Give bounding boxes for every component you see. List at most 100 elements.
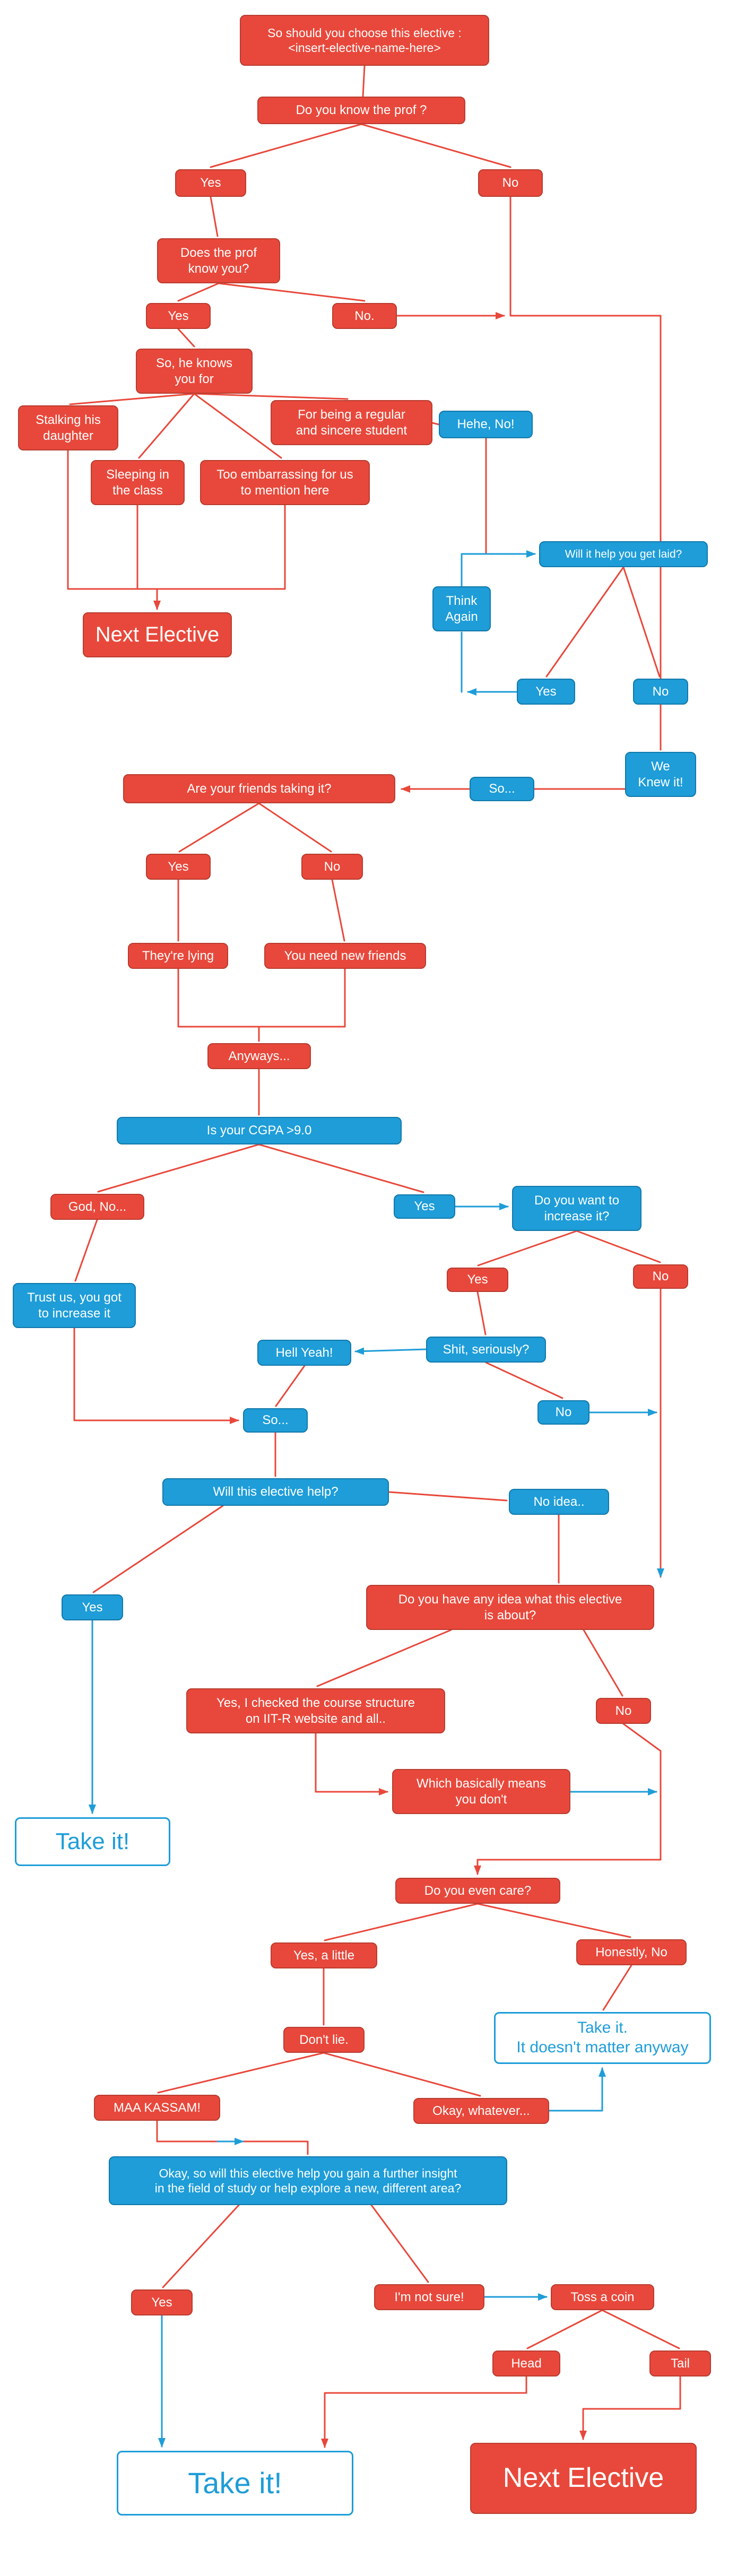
node-next-elective-1: Next Elective [83, 612, 232, 657]
edge [210, 196, 219, 237]
node-knows-you-for: So, he knows you for [136, 349, 253, 394]
node-maa-kassam: MAA KASSAM! [94, 2095, 220, 2121]
node-increase-no: No [633, 1264, 688, 1289]
node-know-prof-yes: Yes [175, 169, 246, 197]
edge [474, 1723, 662, 1875]
node-prof-knows-you: Does the prof know you? [157, 238, 280, 283]
node-laid-no: No [633, 679, 688, 705]
node-care-little: Yes, a little [271, 1942, 377, 1968]
node-prof-knows-no: No. [332, 303, 397, 329]
edge [388, 1491, 508, 1502]
edge [275, 1365, 306, 1407]
edge [601, 2309, 680, 2349]
edge [370, 2204, 429, 2283]
edge [323, 2052, 481, 2097]
node-so-2: So... [243, 1408, 308, 1433]
node-know-prof: Do you know the prof ? [257, 97, 465, 124]
node-checked-structure: Yes, I checked the course structure on I… [186, 1688, 445, 1733]
node-okay-whatever: Okay, whatever... [413, 2098, 549, 2124]
node-insight-yes: Yes [131, 2289, 193, 2315]
node-take-it-anyway: Take it. It doesn't matter anyway [494, 2012, 711, 2064]
edge [218, 282, 366, 302]
edge [156, 2120, 309, 2155]
edge [545, 566, 625, 678]
node-cgpa-yes: Yes [394, 1194, 455, 1219]
edge [156, 504, 286, 590]
edge [258, 1143, 424, 1193]
node-we-knew-it: We Knew it! [625, 752, 696, 797]
node-stalking: Stalking his daughter [18, 405, 118, 450]
edge [67, 449, 161, 610]
node-laid-yes: Yes [517, 679, 575, 705]
edge [622, 566, 661, 678]
edge [485, 1361, 563, 1399]
node-think-again: Think Again [432, 586, 491, 631]
node-embarrassing: Too embarrassing for us to mention here [200, 460, 370, 505]
edge [193, 393, 282, 459]
node-shit-seriously: Shit, seriously? [426, 1337, 546, 1363]
edge [324, 1903, 479, 1941]
node-friends-taking: Are your friends taking it? [123, 774, 395, 803]
node-head: Head [492, 2351, 560, 2376]
edge [579, 2375, 681, 2440]
node-no-idea: No idea.. [509, 1489, 609, 1515]
edge [258, 802, 332, 853]
node-next-elective-2: Next Elective [470, 2443, 697, 2514]
edge [583, 1629, 623, 1697]
edge [602, 1964, 632, 2011]
node-hehe-no: Hehe, No! [439, 411, 533, 438]
edge [362, 65, 366, 98]
edge [177, 282, 220, 302]
node-prof-knows-yes: Yes [146, 303, 211, 329]
node-take-it-2: Take it! [117, 2451, 353, 2516]
edge [576, 1230, 661, 1263]
node-regular-student: For being a regular and sincere student [271, 400, 432, 445]
edge [461, 550, 536, 587]
edge [476, 1291, 487, 1335]
node-any-idea: Do you have any idea what this elective … [366, 1585, 654, 1630]
edge [69, 393, 195, 405]
edge [92, 1505, 224, 1593]
node-sleeping: Sleeping in the class [91, 460, 185, 505]
node-not-sure: I'm not sure! [374, 2284, 484, 2310]
edge [331, 879, 345, 942]
edge [526, 2309, 603, 2349]
node-know-prof-no: No [478, 169, 543, 197]
edge [431, 422, 440, 426]
node-basically: Which basically means you don't [392, 1769, 570, 1814]
edge [193, 393, 349, 400]
edge [157, 2052, 325, 2094]
edge [177, 328, 195, 348]
node-god-no: God, No... [50, 1194, 144, 1220]
node-elective-help: Will this elective help? [162, 1478, 389, 1506]
node-honestly-no: Honestly, No [576, 1939, 687, 1965]
edge [162, 2204, 240, 2288]
edge [74, 1219, 98, 1282]
node-cgpa: Is your CGPA >9.0 [117, 1117, 402, 1144]
node-tail: Tail [649, 2351, 711, 2376]
node-get-laid: Will it help you get laid? [539, 541, 708, 567]
edge [259, 968, 346, 1028]
node-trust-us: Trust us, you got to increase it [13, 1283, 136, 1328]
edge [315, 1732, 388, 1796]
edge [138, 393, 195, 459]
node-insight-question: Okay, so will this elective help you gai… [109, 2156, 507, 2205]
node-idea-no: No [596, 1698, 651, 1724]
edge [476, 1903, 631, 1938]
node-dont-lie: Don't lie. [283, 2027, 365, 2053]
node-take-it-1: Take it! [15, 1817, 170, 1866]
node-increase: Do you want to increase it? [512, 1186, 641, 1231]
edge [360, 123, 511, 168]
edge [321, 2375, 527, 2448]
node-hell-yeah: Hell Yeah! [257, 1340, 351, 1366]
node-even-care: Do you even care? [395, 1878, 560, 1904]
node-theyre-lying: They're lying [128, 943, 228, 969]
node-friends-yes: Yes [146, 854, 211, 880]
edge [477, 1230, 578, 1267]
edge [97, 1143, 260, 1193]
edge [509, 196, 662, 751]
node-new-friends: You need new friends [264, 943, 426, 969]
node-start: So should you choose this elective : <in… [240, 15, 489, 66]
node-increase-yes: Yes [447, 1268, 508, 1292]
